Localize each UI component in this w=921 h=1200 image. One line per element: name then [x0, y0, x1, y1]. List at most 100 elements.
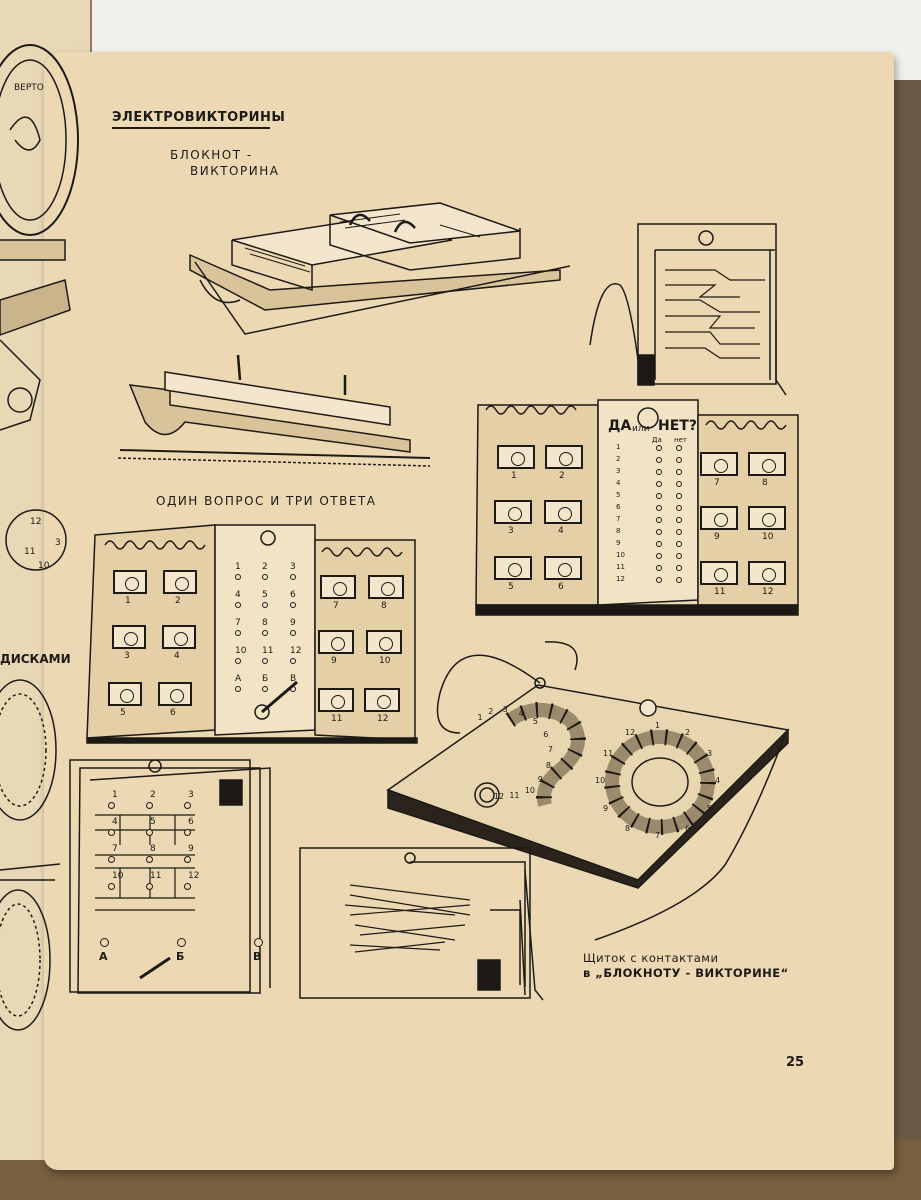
circuit-contact — [146, 856, 153, 863]
contact-point — [290, 686, 296, 692]
row-number: 1 — [616, 443, 621, 451]
circuit-number: 1 — [112, 790, 118, 800]
contact-label: Б — [262, 674, 269, 684]
row-number: 11 — [616, 563, 625, 571]
card-number: 10 — [379, 656, 391, 666]
contact-point — [290, 658, 296, 664]
no-contact — [676, 517, 682, 523]
no-contact — [676, 493, 682, 499]
circuit-contact — [108, 883, 115, 890]
circuit-number: 4 — [112, 817, 118, 827]
answer-label: А — [99, 950, 108, 963]
left-ring-number: 12 — [493, 791, 505, 801]
clock-number: 10 — [38, 561, 50, 571]
contact-label: 9 — [290, 618, 296, 628]
notebook-quiz-device — [189, 202, 571, 335]
circuit-number: 3 — [188, 790, 194, 800]
picture-icon — [508, 563, 522, 577]
contact-point — [235, 574, 241, 580]
left-ring-number: 9 — [537, 775, 543, 785]
contact-label: А — [235, 674, 242, 684]
left-ring-number: 11 — [509, 791, 520, 801]
contact-label: 4 — [235, 590, 241, 600]
yes-contact — [656, 493, 662, 499]
picture-card — [700, 506, 738, 530]
circuit-number: 11 — [150, 871, 162, 881]
right-ring-number: 10 — [595, 776, 606, 785]
question-board — [386, 641, 790, 941]
left-ring-number: 10 — [524, 785, 536, 795]
answer-contact — [254, 938, 263, 947]
section-title-rule — [112, 127, 270, 129]
contact-label: 5 — [262, 590, 268, 600]
clock-number: 12 — [30, 517, 41, 527]
picture-icon — [762, 513, 776, 527]
picture-card — [494, 556, 532, 580]
contact-label: 6 — [290, 590, 296, 600]
card-number: 2 — [559, 471, 565, 481]
circuit-contact — [184, 829, 191, 836]
row-number: 5 — [616, 491, 621, 499]
left-ring-number: 3 — [502, 705, 508, 715]
left-page-disc: ВЕРТО — [0, 44, 79, 431]
picture-card — [545, 445, 583, 469]
card-number: 5 — [120, 708, 126, 718]
left-page-clock: 12 3 11 10 — [5, 509, 67, 571]
contact-label: 8 — [262, 618, 268, 628]
card-number: 4 — [558, 526, 564, 536]
yes-contact — [656, 469, 662, 475]
contact-point — [262, 602, 268, 608]
picture-card — [318, 630, 354, 654]
card-number: 3 — [508, 526, 514, 536]
contact-label: 12 — [290, 646, 302, 656]
circuit-contact — [146, 829, 153, 836]
picture-card — [544, 556, 582, 580]
no-col-label: нет — [674, 436, 687, 444]
circuit-contact — [184, 883, 191, 890]
yes-contact — [656, 505, 662, 511]
yes-contact — [656, 457, 662, 463]
picture-card — [544, 500, 582, 524]
right-ring-number: 9 — [603, 803, 609, 813]
row-number: 2 — [616, 455, 621, 463]
contact-point — [235, 686, 241, 692]
yes-contact — [656, 577, 662, 583]
contact-label: 1 — [235, 562, 241, 572]
answer-label: В — [253, 950, 262, 963]
card-number: 12 — [377, 714, 389, 724]
clock-number: 3 — [55, 538, 61, 548]
picture-card — [700, 452, 738, 476]
circuit-number: 7 — [112, 844, 118, 854]
row-number: 8 — [616, 527, 621, 535]
yes-label: ДА — [608, 418, 632, 434]
circuit-number: 6 — [188, 817, 194, 827]
section-title: ЭЛЕКТРОВИКТОРИНЫ — [112, 110, 286, 125]
picture-card — [113, 570, 147, 594]
row-number: 3 — [616, 467, 621, 475]
no-contact — [676, 505, 682, 511]
circuit-number: 9 — [188, 844, 194, 854]
circuit-contact — [108, 802, 115, 809]
contact-point — [262, 630, 268, 636]
card-number: 8 — [381, 601, 387, 611]
card-number: 7 — [333, 601, 339, 611]
circuit-number: 2 — [150, 790, 156, 800]
caption-line1: Щиток с контактами — [583, 951, 719, 965]
no-contact — [676, 553, 682, 559]
picture-icon — [175, 577, 189, 591]
circuit-contact — [184, 802, 191, 809]
right-ring-number: 6 — [685, 823, 691, 833]
no-contact — [676, 457, 682, 463]
yes-col-label: Да — [652, 436, 662, 444]
card-number: 3 — [124, 651, 130, 661]
left-ring-number: 4 — [518, 708, 524, 718]
card-number: 8 — [762, 478, 768, 488]
qa-subtitle: ОДИН ВОПРОС И ТРИ ОТВЕТА — [156, 494, 377, 508]
contact-label: 3 — [290, 562, 296, 572]
picture-icon — [511, 452, 525, 466]
left-page-fragment: ДИСКАМИ — [0, 652, 71, 666]
circuit-contact — [108, 829, 115, 836]
circuit-number: 12 — [188, 871, 200, 881]
picture-card — [748, 452, 786, 476]
